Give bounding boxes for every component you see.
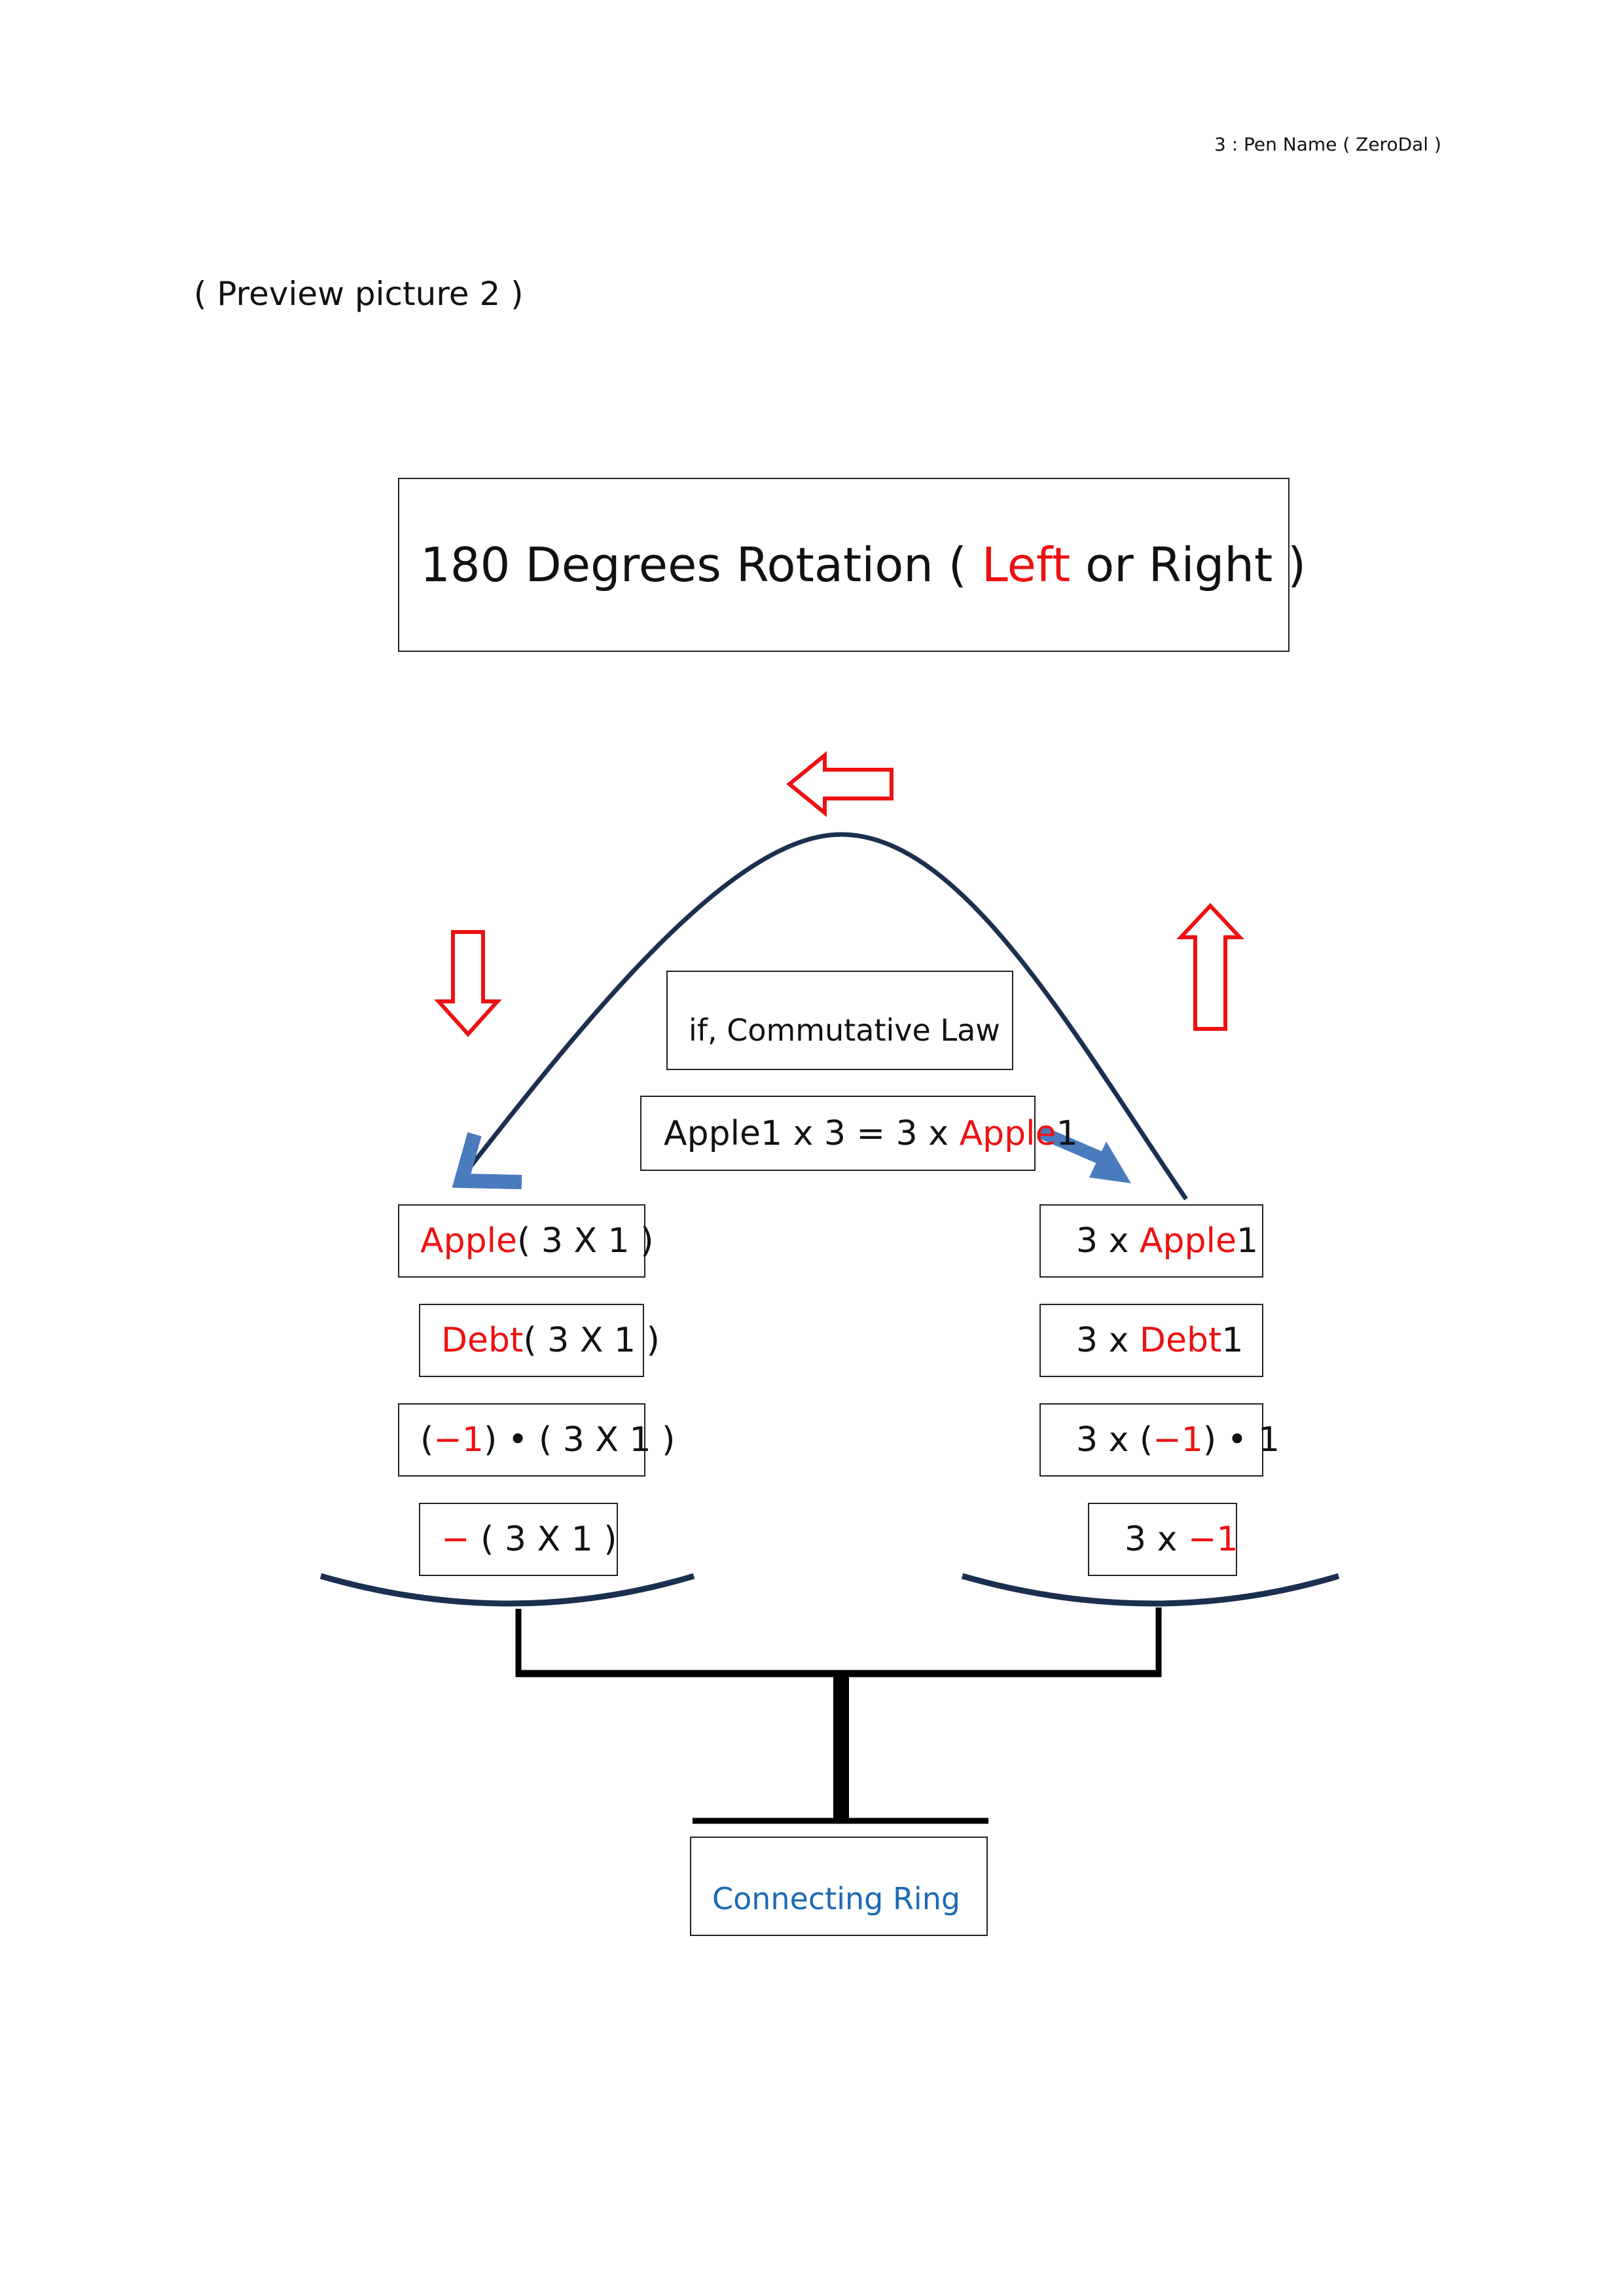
preview-title: ( Preview picture 2 ) [194, 275, 524, 313]
rotation-arc [460, 832, 1188, 1200]
condition-text: if, Commutative Law [689, 1013, 1000, 1048]
red-left-arrow-icon [786, 751, 893, 817]
equation-text: Apple1 x 3 = 3 x Apple1 [664, 1113, 1078, 1153]
connecting-ring-label: Connecting Ring [712, 1881, 961, 1916]
equation-box: Apple1 x 3 = 3 x Apple1 [640, 1096, 1078, 1171]
title-box: 180 Degrees Rotation ( Left or Right ) [398, 478, 1306, 652]
left-pan-dish [319, 1573, 695, 1607]
left-box-3: (−1) • ( 3 X 1 ) [398, 1403, 675, 1477]
blue-chevron-arrow-icon [452, 1132, 522, 1189]
commutative-law-box: if, Commutative Law [666, 971, 1013, 1070]
header-note: 3 : Pen Name ( ZeroDal ) [1214, 134, 1441, 155]
red-up-arrow-icon [1176, 903, 1244, 1031]
right-box-4: 3 x −1 [1088, 1503, 1238, 1576]
blue-right-arrow-shaft [1037, 1125, 1108, 1166]
blue-right-arrow-icon [1089, 1141, 1131, 1183]
title-text: 180 Degrees Rotation ( Left or Right ) [420, 537, 1307, 592]
left-box-1: Apple( 3 X 1 ) [398, 1204, 654, 1278]
left-box-2: Debt( 3 X 1 ) [419, 1304, 660, 1377]
red-down-arrow-icon [434, 930, 502, 1037]
left-box-4: − ( 3 X 1 ) [419, 1503, 618, 1576]
connecting-ring-box: Connecting Ring [690, 1837, 988, 1936]
right-pan-dish [961, 1573, 1340, 1607]
right-box-2: 3 x Debt1 [1039, 1304, 1263, 1377]
right-box-3: 3 x (−1) • 1 [1039, 1403, 1280, 1477]
right-box-1: 3 x Apple1 [1039, 1204, 1263, 1278]
